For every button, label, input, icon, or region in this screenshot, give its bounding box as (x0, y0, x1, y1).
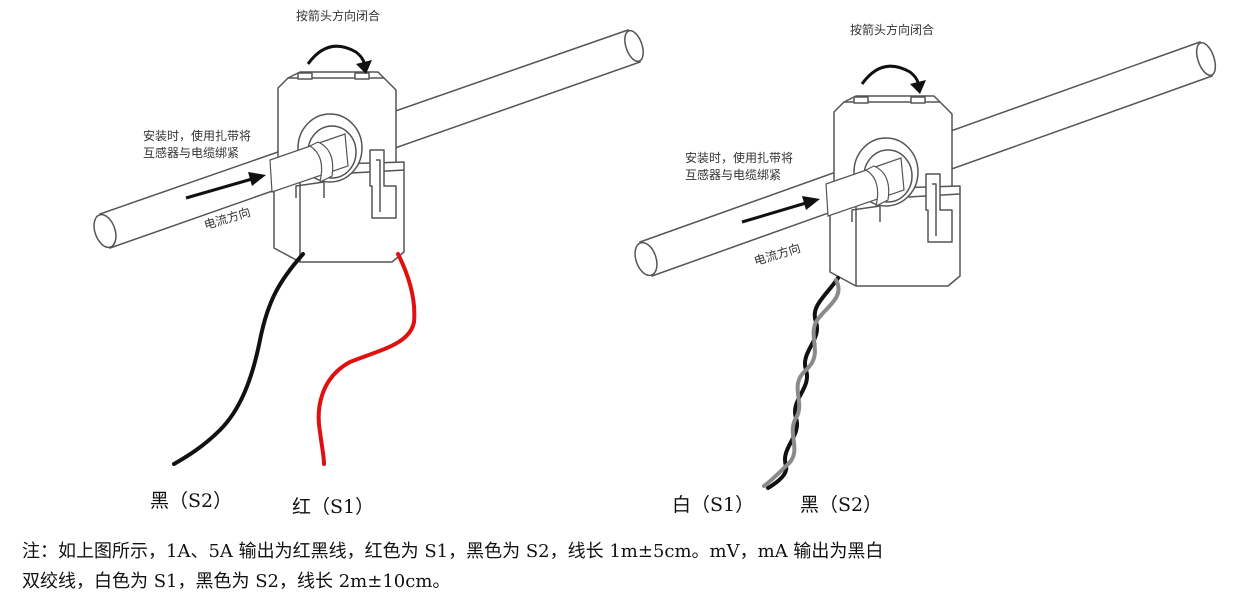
footnote-line2: 双绞线，白色为 S1，黑色为 S2，线长 2m±10cm。 (22, 571, 451, 592)
footnote: 注：如上图所示，1A、5A 输出为红黑线，红色为 S1，黑色为 S2，线长 1m… (22, 537, 1222, 597)
left-wire-red-label: 红（S1） (292, 496, 375, 518)
right-install-note-line1: 安装时，使用扎带将 (685, 151, 794, 165)
left-close-arrow-label: 按箭头方向闭合 (296, 9, 381, 23)
right-wire-white-label: 白（S1） (672, 494, 755, 516)
right-install-note-line2: 互感器与电缆绑紧 (685, 168, 782, 182)
right-wire-black-label: 黑（S2） (800, 494, 883, 516)
curved-arrow-icon (910, 80, 926, 94)
left-black-wire (172, 252, 305, 466)
current-arrow-icon (802, 196, 820, 210)
right-twisted-pair (762, 276, 841, 490)
current-arrow-icon (185, 177, 253, 200)
current-arrow-icon (741, 201, 807, 224)
curved-arrow-icon (356, 60, 372, 74)
footnote-line1: 注：如上图所示，1A、5A 输出为红黑线，红色为 S1，黑色为 S2，线长 1m… (22, 541, 884, 562)
right-close-arrow-label: 按箭头方向闭合 (850, 23, 935, 37)
current-arrow-icon (248, 172, 266, 186)
left-wire-black-label: 黑（S2） (150, 490, 233, 512)
left-red-wire (316, 252, 417, 466)
curved-arrow-icon (860, 64, 920, 89)
right-white-wire (762, 278, 841, 488)
left-install-note-line1: 安装时，使用扎带将 (143, 129, 252, 143)
left-install-note-line2: 互感器与电缆绑紧 (143, 146, 240, 160)
